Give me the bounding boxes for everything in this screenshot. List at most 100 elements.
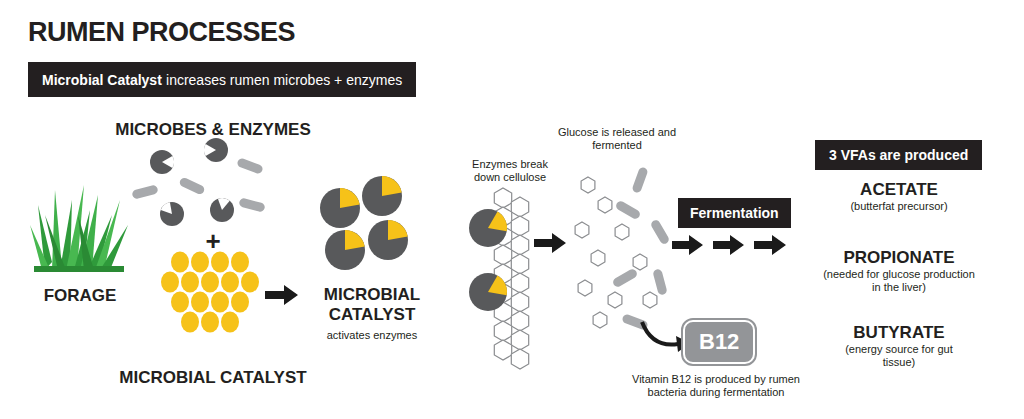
enzyme-circle bbox=[368, 220, 408, 260]
process-box: Fermentation bbox=[678, 198, 791, 228]
sugar-ring bbox=[633, 254, 647, 270]
catalyst-granule bbox=[171, 292, 189, 313]
node-text: Microbial Catalyst bbox=[42, 72, 162, 88]
enzyme-circle bbox=[362, 176, 402, 216]
enzyme-circle bbox=[160, 202, 184, 226]
catalyst-granule bbox=[181, 272, 199, 293]
flow-arrow bbox=[265, 285, 298, 305]
sugar-ring bbox=[615, 224, 629, 240]
part-label: FORAGE bbox=[25, 286, 135, 306]
part-note: activates enzymes bbox=[307, 329, 437, 342]
sugar-ring bbox=[494, 245, 511, 265]
step-note: Glucose is released and fermented bbox=[552, 126, 682, 152]
sugar-ring bbox=[581, 177, 595, 193]
microbe-rod bbox=[178, 176, 205, 195]
catalyst-granule bbox=[201, 272, 219, 293]
microbe-rod bbox=[614, 200, 641, 221]
flow-arrow bbox=[713, 235, 744, 255]
part-label: MICROBIAL CATALYST bbox=[307, 285, 437, 326]
sugar-ring bbox=[511, 311, 528, 331]
sugar-ring bbox=[575, 222, 589, 238]
enzyme-circle bbox=[204, 138, 228, 162]
sugar-ring bbox=[511, 254, 528, 274]
sugar-ring bbox=[608, 292, 622, 308]
node-text: increases rumen microbes + enzymes bbox=[166, 72, 402, 88]
enzyme-wedge bbox=[488, 212, 507, 232]
microbe-rod bbox=[236, 157, 264, 174]
product-name: BUTYRATE bbox=[809, 323, 989, 343]
glucose-molecules bbox=[575, 166, 670, 330]
catalyst-granule bbox=[241, 272, 259, 293]
step-note: Vitamin B12 is produced by rumen bacteri… bbox=[621, 373, 811, 399]
enzyme-wedge bbox=[162, 156, 174, 168]
enzyme-wedge bbox=[388, 220, 408, 240]
header-band: Microbial Catalystincreases rumen microb… bbox=[28, 62, 416, 97]
enzyme-circle bbox=[150, 150, 174, 174]
sugar-ring bbox=[494, 188, 511, 208]
cellulose-chain bbox=[469, 188, 529, 369]
enzyme-wedge bbox=[340, 188, 360, 208]
product-note: (butterfat precursor) bbox=[809, 200, 989, 213]
microbe-rod bbox=[611, 268, 638, 289]
diagram-title: RUMEN PROCESSES bbox=[28, 16, 295, 48]
sugar-ring bbox=[511, 235, 528, 255]
curved-arrow bbox=[642, 322, 678, 345]
catalyst-granule bbox=[221, 312, 239, 333]
product-name: PROPIONATE bbox=[809, 248, 989, 268]
catalyst-granules bbox=[161, 252, 259, 333]
product-note: (needed for glucose production in the li… bbox=[819, 268, 979, 294]
flow-arrow bbox=[754, 235, 786, 255]
enzyme-wedge bbox=[204, 144, 216, 156]
enzyme-wedge bbox=[488, 276, 507, 296]
sugar-ring bbox=[511, 273, 528, 293]
enzyme-circle bbox=[469, 273, 507, 311]
sugar-ring bbox=[511, 292, 528, 312]
sugar-ring bbox=[511, 197, 528, 217]
sugar-ring bbox=[643, 292, 657, 308]
microbe-rod bbox=[238, 197, 265, 212]
node-text: Fermentation bbox=[690, 205, 779, 221]
product-name: ACETATE bbox=[809, 180, 989, 200]
flow-arrow bbox=[672, 235, 703, 255]
enzyme-wedge bbox=[218, 198, 230, 210]
sugar-ring bbox=[598, 197, 612, 213]
vitamin-badge: B12 bbox=[683, 320, 755, 364]
node-text: 3 VFAs are produced bbox=[829, 147, 968, 163]
catalyst-granule bbox=[171, 252, 189, 273]
catalyst-granule bbox=[181, 312, 199, 333]
sugar-ring bbox=[593, 312, 607, 328]
enzyme-wedge bbox=[345, 230, 365, 250]
sugar-ring bbox=[494, 321, 511, 341]
sugar-ring bbox=[578, 280, 592, 296]
enzyme-circle bbox=[469, 209, 507, 247]
microbe-rod bbox=[650, 218, 671, 245]
plus-sign: + bbox=[198, 226, 228, 257]
sugar-ring bbox=[511, 216, 528, 236]
catalyst-granule bbox=[231, 252, 249, 273]
enzyme-wedge bbox=[382, 176, 402, 196]
step-note: Enzymes break down cellulose bbox=[465, 158, 555, 184]
catalyst-granule bbox=[221, 272, 239, 293]
microbe-rod bbox=[131, 184, 158, 199]
catalyst-granule bbox=[161, 272, 179, 293]
part-label: MICROBIAL CATALYST bbox=[108, 368, 318, 388]
sugar-ring bbox=[511, 330, 528, 350]
group-heading: MICROBES & ENZYMES bbox=[108, 120, 318, 140]
catalyst-granule bbox=[211, 292, 229, 313]
product-note: (energy source for gut tissue) bbox=[842, 343, 957, 369]
microbe-rod bbox=[652, 268, 667, 295]
sugar-ring bbox=[494, 340, 511, 360]
catalyst-granule bbox=[231, 292, 249, 313]
sugar-ring bbox=[511, 349, 528, 369]
activated-catalyst bbox=[320, 176, 408, 270]
enzyme-wedge bbox=[161, 202, 172, 214]
microbes-enzymes bbox=[131, 138, 265, 226]
heading-box: 3 VFAs are produced bbox=[815, 140, 982, 170]
sugar-ring bbox=[591, 250, 605, 266]
node-text: B12 bbox=[699, 329, 739, 355]
flow-arrow bbox=[534, 233, 566, 253]
microbe-rod bbox=[631, 166, 648, 194]
catalyst-granule bbox=[191, 292, 209, 313]
catalyst-granule bbox=[201, 312, 219, 333]
